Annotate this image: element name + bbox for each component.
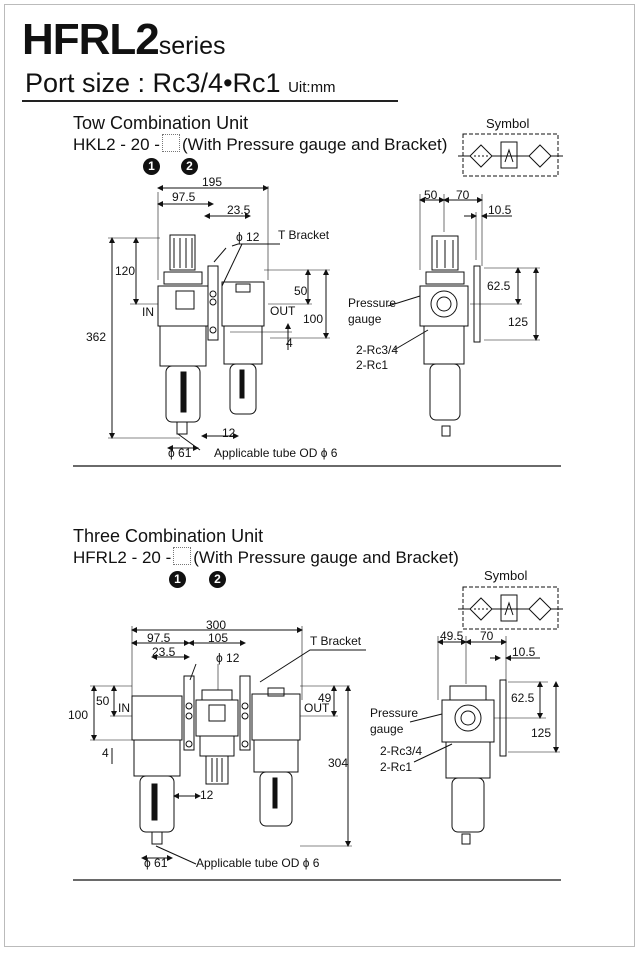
port-label-2: 2-Rc1: [380, 760, 413, 774]
dim-phi61: ϕ 61: [144, 856, 168, 870]
dim-50: 50: [96, 694, 110, 708]
dim-62-5: 62.5: [511, 691, 535, 705]
series-title: HFRL2series: [22, 15, 226, 64]
symbol-label: Symbol: [486, 116, 530, 131]
gauge-label: gauge: [348, 312, 382, 326]
heading-underline: [22, 100, 398, 102]
dim-12: 12: [222, 426, 236, 440]
dim-4: 4: [286, 336, 293, 350]
pressure-label: Pressure: [348, 296, 397, 310]
pneumatic-symbol-icon: [458, 586, 563, 630]
dim-125: 125: [508, 315, 529, 329]
pressure-label: Pressure: [370, 706, 419, 720]
pneumatic-symbol-icon: [458, 133, 563, 177]
dim-10-5: 10.5: [488, 203, 512, 217]
dim-105: 105: [208, 631, 229, 645]
dim-phi12: ϕ 12: [236, 230, 260, 244]
tube-label: Applicable tube OD ϕ 6: [196, 856, 320, 870]
dim-195: 195: [202, 175, 223, 189]
dim-70: 70: [456, 188, 470, 202]
dim-100: 100: [68, 708, 89, 722]
option-box: [161, 134, 180, 152]
dim-49: 49: [318, 691, 332, 705]
dim-62-5: 62.5: [487, 279, 511, 293]
dim-10-5: 10.5: [512, 645, 536, 659]
gauge-label: gauge: [370, 722, 404, 736]
three-unit-front-view: [90, 626, 366, 865]
t-bracket-label: T Bracket: [278, 228, 330, 242]
t-bracket-label: T Bracket: [310, 634, 362, 648]
dim-97-5: 97.5: [172, 190, 196, 204]
two-unit-title: Tow Combination Unit: [73, 113, 249, 133]
dim-50: 50: [294, 284, 308, 298]
port-label-1: 2-Rc3/4: [356, 343, 399, 357]
option-box: [173, 547, 192, 565]
two-unit-side-view: [387, 194, 540, 437]
dim-97-5: 97.5: [147, 631, 171, 645]
dim-70: 70: [480, 629, 494, 643]
dim-49-5: 49.5: [440, 629, 464, 643]
dim-304: 304: [328, 756, 349, 770]
dim-362: 362: [86, 330, 107, 344]
in-port-label: IN: [142, 305, 154, 319]
dim-4: 4: [102, 746, 109, 760]
dim-23-5: 23.5: [227, 203, 251, 217]
port-size-heading: Port size : Rc3/4•Rc1 Uit:mm: [25, 68, 336, 98]
dim-23-5: 23.5: [152, 645, 176, 659]
three-unit-side-view: [409, 636, 560, 845]
page-frame: [4, 4, 635, 947]
marker-2: 2: [209, 571, 226, 588]
marker-1: 1: [169, 571, 186, 588]
out-port-label: OUT: [304, 701, 330, 715]
port-label-2: 2-Rc1: [356, 358, 389, 372]
three-unit-model: HFRL2 - 20 -(With Pressure gauge and Bra…: [73, 547, 459, 567]
dim-12: 12: [200, 788, 214, 802]
two-unit-front-view: [108, 185, 330, 451]
two-unit-model: HKL2 - 20 -(With Pressure gauge and Brac…: [73, 134, 448, 154]
marker-2: 2: [181, 158, 198, 175]
dim-125: 125: [531, 726, 552, 740]
tube-label: Applicable tube OD ϕ 6: [214, 446, 338, 460]
dim-100: 100: [303, 312, 324, 326]
out-port-label: OUT: [270, 304, 296, 318]
marker-1: 1: [143, 158, 160, 175]
dim-50: 50: [424, 188, 438, 202]
three-unit-title: Three Combination Unit: [73, 526, 264, 546]
dim-phi61: ϕ 61: [168, 446, 192, 460]
port-label-1: 2-Rc3/4: [380, 744, 423, 758]
in-port-label: IN: [118, 701, 130, 715]
symbol-label: Symbol: [484, 568, 528, 583]
dim-120: 120: [115, 264, 136, 278]
dim-300: 300: [206, 618, 227, 632]
dim-phi12: ϕ 12: [216, 651, 240, 665]
